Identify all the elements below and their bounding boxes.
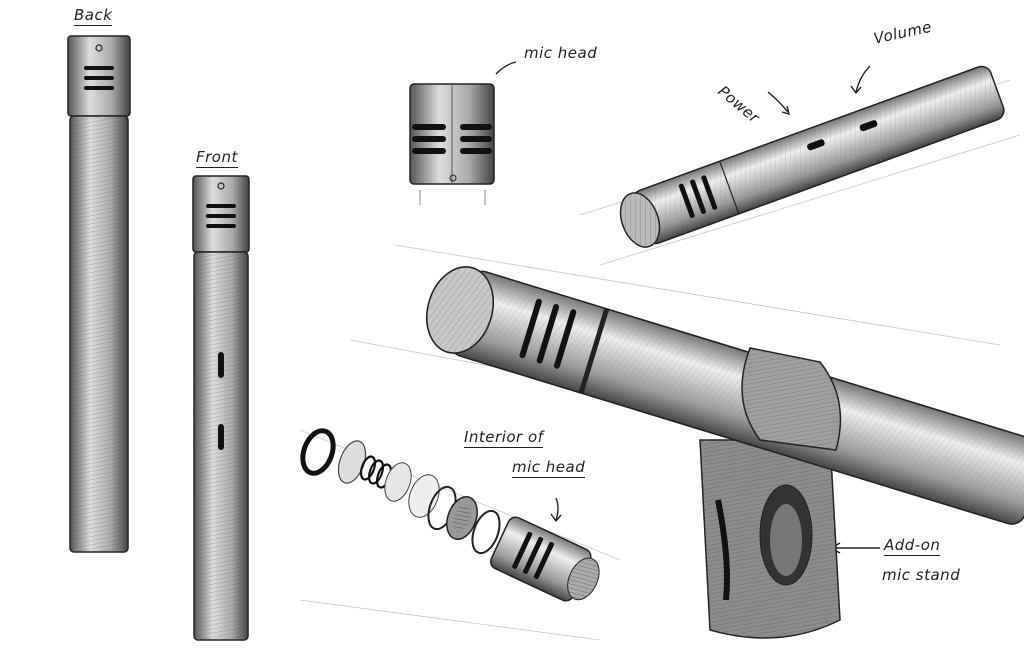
volume-switch-front: [218, 424, 224, 450]
microphone-with-stand: [426, 266, 1024, 639]
back-view-microphone: [67, 35, 131, 553]
mic-stand-label: mic stand: [882, 566, 961, 584]
annotation-arrows: [495, 61, 880, 554]
interior-label-line2: mic head: [512, 458, 586, 478]
mic-head-detail: [409, 83, 495, 205]
power-switch: [807, 139, 825, 151]
front-label: Front: [196, 148, 238, 168]
volume-switch: [859, 120, 878, 132]
addon-label: Add-on: [884, 536, 941, 556]
exploded-mic-head-interior: [300, 428, 600, 602]
power-switch-front: [218, 352, 224, 378]
angled-microphone-top: [619, 65, 1005, 248]
back-label: Back: [74, 6, 113, 26]
front-view-microphone: [192, 175, 250, 641]
interior-label-line1: Interior of: [464, 428, 544, 448]
mic-head-label: mic head: [524, 44, 598, 62]
